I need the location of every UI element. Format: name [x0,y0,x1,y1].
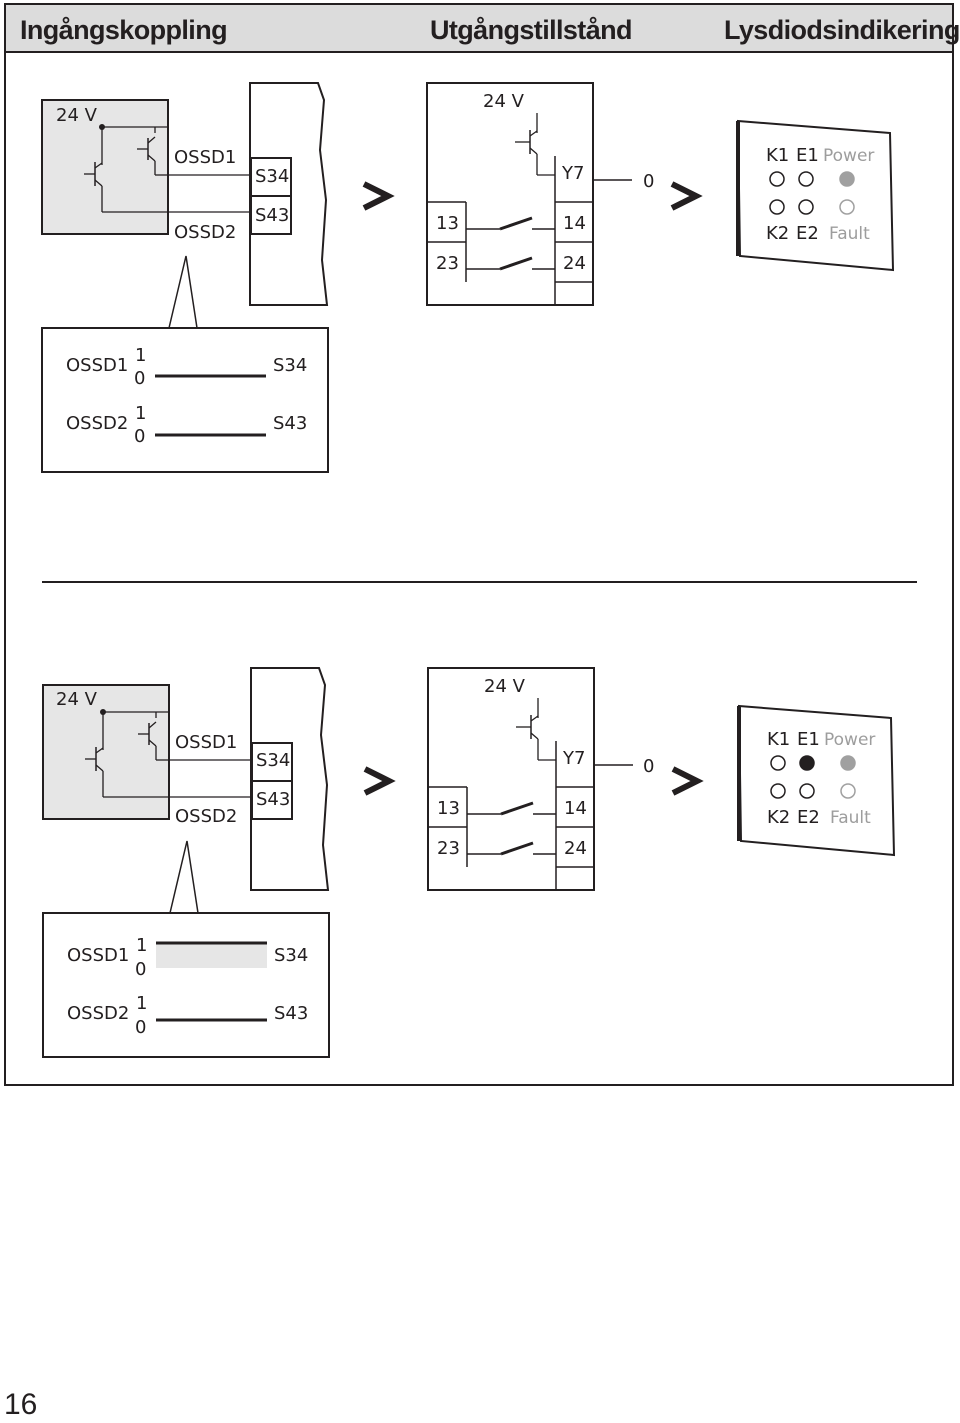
led-e1-label: E1 [796,145,819,166]
led-e2-icon [799,783,815,799]
contact-14: 14 [563,213,586,234]
terminal-s34: S34 [256,750,290,771]
contact-23: 23 [437,838,460,859]
y7-label: Y7 [562,748,585,769]
relay-voltage-label: 24 V [483,91,525,112]
header-led-indication: Lysdiodsindikering [724,15,960,45]
led-fault-icon [839,199,855,215]
led-k1-label: K1 [767,729,790,750]
led-power-icon [840,755,856,771]
sensor-voltage-label: 24 V [56,689,98,710]
terminal-s43: S43 [255,205,289,226]
timing-ossd1-low: 0 [134,368,145,389]
timing-ossd1-terminal: S34 [273,355,307,376]
y7-label: Y7 [561,163,584,184]
timing-ossd2-low: 0 [135,1017,146,1038]
led-fault-label: Fault [829,224,870,244]
contact-24: 24 [563,253,586,274]
scenario-1-diagram [42,83,893,472]
ossd1-label: OSSD1 [174,147,236,168]
terminal-s43: S43 [256,789,290,810]
timing-ossd2-terminal: S43 [273,413,307,434]
led-power-label: Power [824,730,875,750]
timing-ossd2-name: OSSD2 [67,1003,129,1024]
timing-ossd2-low: 0 [134,426,145,447]
y7-state: 0 [643,756,654,777]
contact-23: 23 [436,253,459,274]
led-k1-icon [769,171,785,187]
led-k1-icon [770,755,786,771]
led-power-label: Power [823,146,874,166]
contact-13: 13 [436,213,459,234]
timing-ossd1-terminal: S34 [274,945,308,966]
led-e1-icon [798,171,814,187]
header-input-connection: Ingångskoppling [20,15,228,45]
led-fault-icon [840,783,856,799]
led-k2-label: K2 [767,807,790,828]
led-k2-label: K2 [766,223,789,244]
timing-ossd2-terminal: S43 [274,1003,308,1024]
relay-voltage-label: 24 V [484,676,526,697]
led-e2-label: E2 [796,223,819,244]
led-k1-label: K1 [766,145,789,166]
contact-14: 14 [564,798,587,819]
timing-ossd2-high: 1 [135,403,146,424]
contact-13: 13 [437,798,460,819]
led-k2-icon [770,783,786,799]
led-e2-icon [798,199,814,215]
ossd1-label: OSSD1 [175,732,237,753]
y7-state: 0 [643,171,654,192]
led-e2-label: E2 [797,807,820,828]
timing-ossd1-name: OSSD1 [67,945,129,966]
header-output-state: Utgångstillstånd [430,15,633,45]
timing-ossd2-name: OSSD2 [66,413,128,434]
led-e1-icon [799,755,815,771]
ossd2-label: OSSD2 [175,806,237,827]
timing-ossd2-high: 1 [136,993,147,1014]
scenario-2-diagram [43,668,894,1057]
led-power-icon [839,171,855,187]
led-k2-icon [769,199,785,215]
led-fault-label: Fault [830,808,871,828]
timing-ossd1-low: 0 [135,959,146,980]
terminal-s34: S34 [255,166,289,187]
contact-24: 24 [564,838,587,859]
ossd2-label: OSSD2 [174,222,236,243]
timing-ossd1-name: OSSD1 [66,355,128,376]
sensor-voltage-label: 24 V [56,105,98,126]
timing-ossd1-high: 1 [136,935,147,956]
timing-ossd1-high: 1 [135,345,146,366]
page-number: 16 [4,1388,38,1421]
table-header: Ingångskoppling Utgångstillstånd Lysdiod… [4,3,960,53]
led-e1-label: E1 [797,729,820,750]
